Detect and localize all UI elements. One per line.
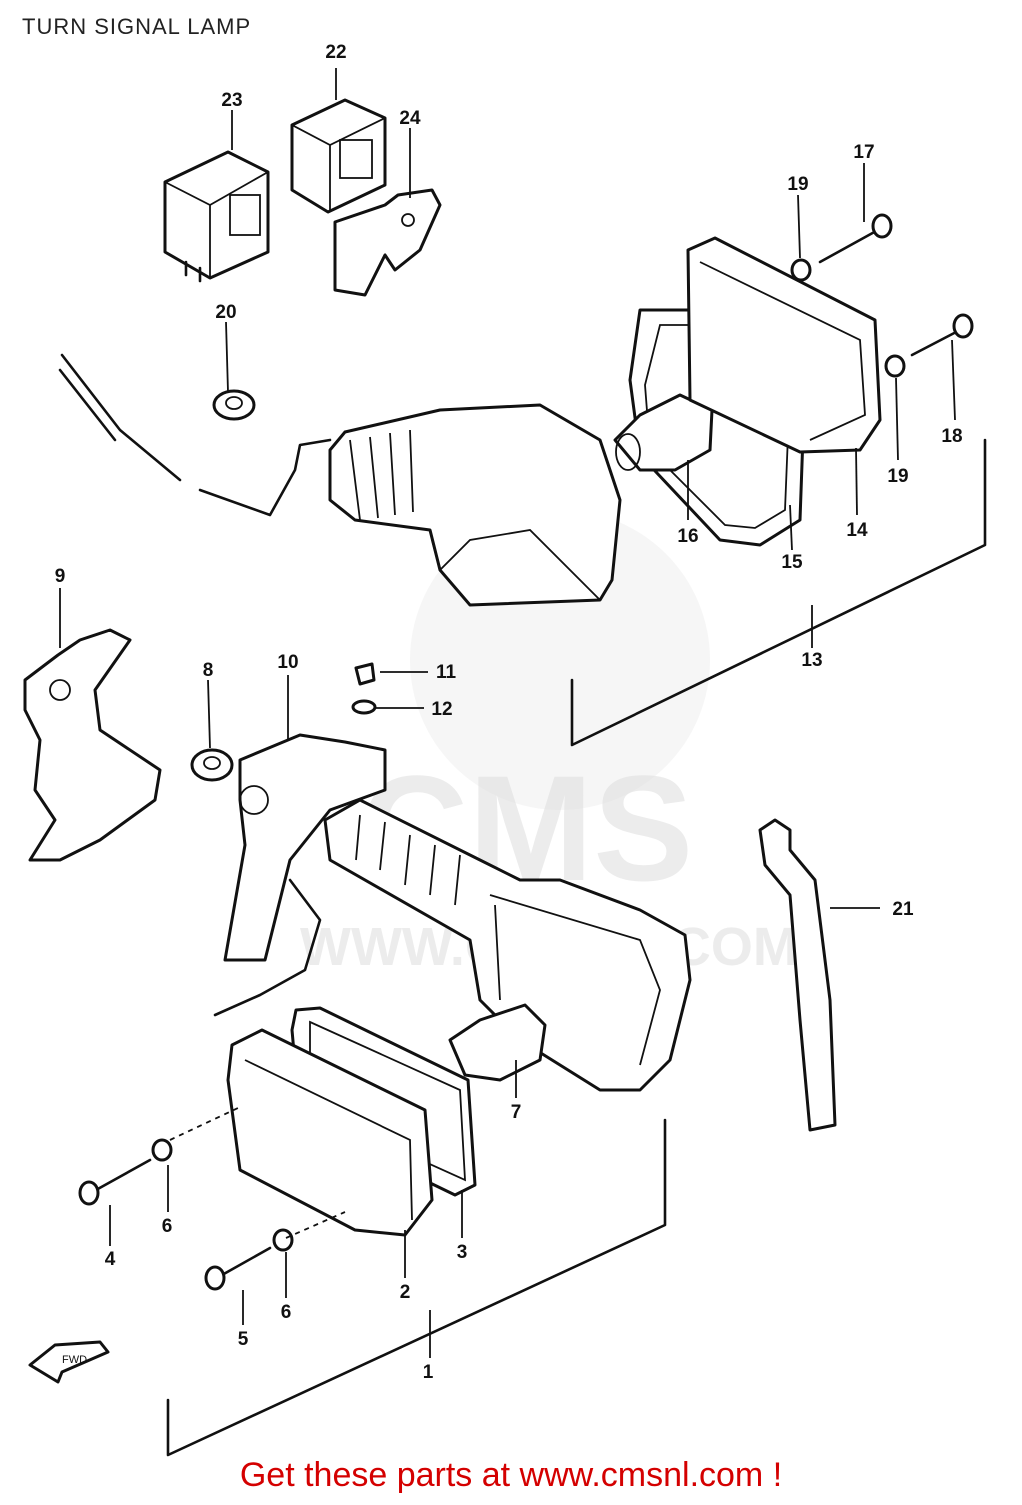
label-7: 7 (511, 1102, 522, 1123)
front-bulb-7 (448, 1003, 547, 1082)
label-4: 4 (105, 1249, 116, 1270)
nut-20 (212, 389, 256, 421)
label-10: 10 (277, 652, 298, 673)
nut-8 (190, 748, 234, 782)
label-20: 20 (215, 302, 236, 323)
label-9: 9 (55, 566, 66, 587)
label-24: 24 (399, 108, 421, 129)
relay-23 (163, 150, 270, 283)
washer-6-lower (272, 1228, 294, 1252)
label-19-lower: 19 (887, 466, 908, 487)
assembly-bracket-13 (570, 438, 987, 747)
part-labels: 22 23 24 17 19 20 18 19 14 16 15 13 9 8 … (55, 42, 963, 1383)
relay-22 (290, 98, 387, 214)
label-14: 14 (846, 520, 868, 541)
assembly-bracket-1 (166, 1118, 667, 1457)
label-16: 16 (677, 526, 698, 547)
fwd-arrow-icon (28, 1340, 110, 1384)
washer-19-upper (790, 258, 812, 282)
screw-11 (354, 662, 376, 686)
label-15: 15 (781, 552, 803, 573)
label-13: 13 (801, 650, 822, 671)
label-22: 22 (325, 42, 346, 63)
label-23: 23 (221, 90, 242, 111)
washer-19-lower (884, 354, 906, 378)
rear-lens-14 (686, 236, 882, 454)
label-3: 3 (457, 1242, 468, 1263)
label-18: 18 (941, 426, 962, 447)
screw-4 (78, 1158, 152, 1206)
rear-bulb-16 (613, 393, 714, 472)
screw-18 (910, 313, 974, 357)
screw-17 (818, 213, 893, 264)
front-signal-stay-10 (223, 733, 387, 962)
label-19-upper: 19 (787, 174, 808, 195)
label-17: 17 (853, 142, 874, 163)
label-8: 8 (203, 660, 214, 681)
label-1: 1 (423, 1362, 434, 1383)
label-2: 2 (400, 1282, 411, 1303)
label-6-lower: 6 (281, 1302, 292, 1323)
wire-harness-21 (758, 818, 837, 1132)
bracket-24 (333, 188, 442, 297)
rear-signal-body (58, 353, 622, 607)
label-11: 11 (436, 662, 457, 683)
screw-5 (204, 1246, 272, 1291)
label-21: 21 (892, 899, 914, 920)
label-5: 5 (238, 1329, 249, 1350)
leader-lines (59, 68, 956, 1358)
footer-parts-link[interactable]: Get these parts at www.cmsnl.com ! (239, 1456, 783, 1494)
fwd-label: FWD (62, 1354, 87, 1366)
label-12: 12 (431, 699, 452, 720)
front-signal-body (213, 798, 692, 1092)
bracket-9 (23, 628, 162, 862)
label-6-upper: 6 (162, 1216, 173, 1237)
fwd-arrow: FWD (28, 1340, 110, 1384)
page-title: TURN SIGNAL LAMP (22, 14, 252, 39)
nut-12 (351, 699, 377, 715)
washer-6-upper (151, 1138, 173, 1162)
